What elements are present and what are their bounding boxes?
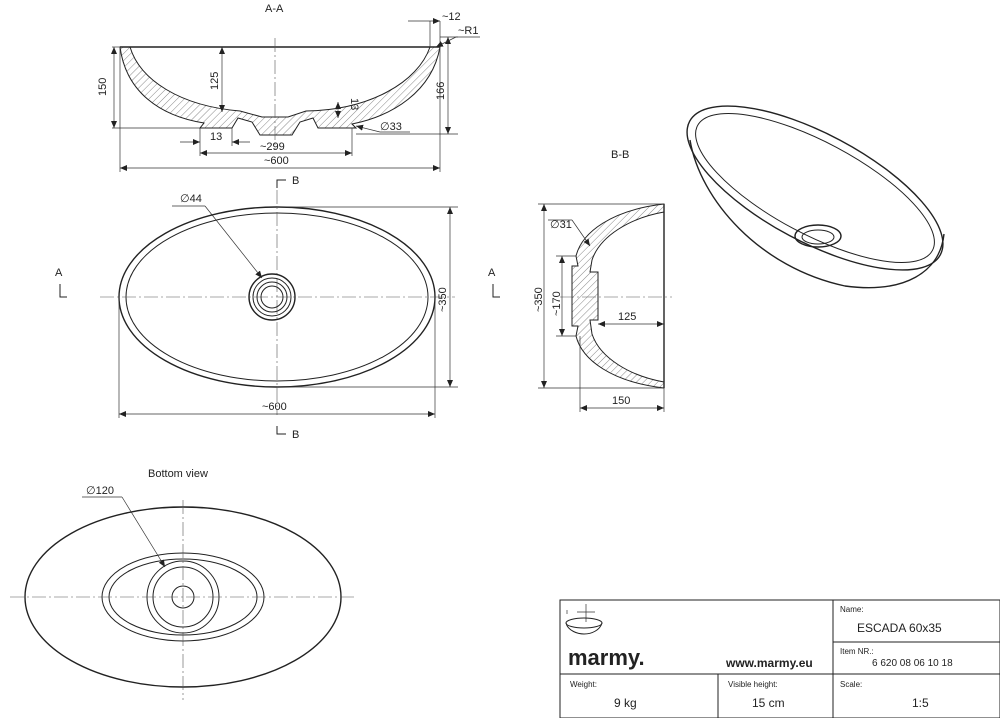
iso-drain	[794, 224, 842, 248]
dim-bottom-ring-dia: ∅120	[86, 485, 114, 497]
top-view-drain	[248, 273, 296, 321]
dim-aa-foot-thk: 13	[210, 131, 222, 143]
section-bb-wall	[571, 203, 665, 389]
dim-aa-height-right: 166	[435, 82, 447, 100]
dim-top-drain-dia: ∅44	[180, 193, 202, 205]
svg-text:B: B	[292, 175, 299, 187]
visible-height-value: 15 cm	[752, 696, 785, 710]
item-value: 6 620 08 06 10 18	[872, 658, 953, 669]
bottom-view-title: Bottom view	[148, 468, 208, 480]
dim-aa-bottom-thk: 13	[348, 98, 360, 110]
scale-label: Scale:	[840, 680, 862, 689]
name-label: Name:	[840, 605, 864, 614]
dim-bb-height: 150	[612, 395, 630, 407]
bottom-view: Bottom view ∅120	[10, 468, 355, 700]
section-bb-view: B-B ∅31 ~350 ~170 125 150	[533, 149, 672, 412]
visible-height-label: Visible height:	[728, 680, 778, 689]
website-label: www.marmy.eu	[725, 656, 813, 670]
iso-inner-rim	[695, 113, 935, 263]
title-block: marmy. www.marmy.eu Name: ESCADA 60x35 I…	[559, 599, 1000, 718]
dim-aa-radius: ~R1	[458, 25, 479, 37]
dim-bb-depth: 125	[618, 311, 636, 323]
isometric-view	[686, 105, 945, 289]
dim-aa-wall: ~12	[442, 11, 461, 23]
section-bb-title: B-B	[611, 149, 629, 161]
dim-top-depth: ~350	[437, 287, 449, 312]
section-aa-title: A-A	[265, 3, 284, 15]
iso-outer-rim	[686, 105, 944, 271]
section-marker-b-top: B	[276, 175, 299, 188]
dim-top-width: ~600	[262, 401, 287, 413]
weight-value: 9 kg	[614, 696, 637, 710]
section-marker-a-right: A	[488, 267, 500, 298]
iso-bowl-body	[689, 139, 945, 289]
dim-bb-depth-outer: ~350	[533, 287, 545, 312]
dim-aa-width: ~600	[264, 155, 289, 167]
section-marker-a-left: A	[55, 267, 67, 298]
dim-aa-base-width: ~299	[260, 141, 285, 153]
svg-text:A: A	[488, 267, 496, 279]
top-view: ∅44 ~350 ~600 B B A A	[55, 175, 500, 441]
section-marker-b-bottom: B	[276, 426, 299, 441]
dim-aa-drain-dia: ∅33	[380, 121, 402, 133]
item-label: Item NR.:	[840, 647, 874, 656]
brand-logo: marmy.	[568, 645, 645, 670]
weight-label: Weight:	[570, 680, 597, 689]
section-aa-view: A-A 150 125 13 166 ~12 ~R1 ∅33	[97, 3, 480, 172]
sink-pictogram-icon	[565, 604, 603, 635]
dim-aa-height-total: 150	[97, 78, 109, 96]
svg-text:B: B	[292, 429, 299, 441]
dim-aa-depth: 125	[209, 72, 221, 90]
dim-bb-base: ~170	[551, 291, 563, 316]
name-value: ESCADA 60x35	[857, 621, 942, 635]
scale-value: 1:5	[912, 696, 929, 710]
svg-text:A: A	[55, 267, 63, 279]
dim-bb-drain-dia: ∅31	[550, 219, 572, 231]
section-aa-wall	[119, 46, 441, 136]
